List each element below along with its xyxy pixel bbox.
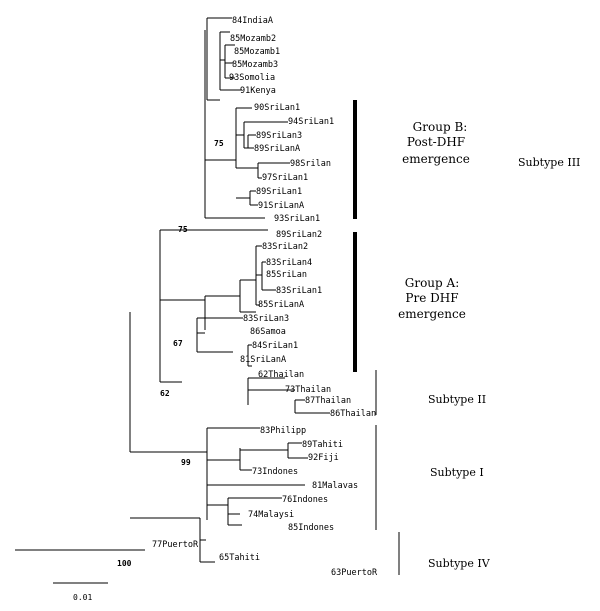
leaf-label: 85Mozamb3 [232, 60, 278, 70]
scale-bar-label: 0.01 [73, 593, 92, 602]
svg-text:emergence: emergence [398, 307, 466, 321]
leaf-label: 86Thailan [330, 409, 376, 419]
svg-text:Group A:: Group A: [405, 276, 459, 290]
tree-branches [15, 17, 330, 563]
clade-bars [353, 100, 400, 575]
svg-text:Group B:: Group B: [413, 120, 468, 134]
leaf-label: 73Thailan [285, 385, 331, 395]
leaf-label: 92Fiji [308, 453, 339, 463]
bootstrap-value: 67 [173, 339, 183, 348]
bootstrap-labels: 75 75 67 62 99 100 [117, 139, 224, 568]
leaf-label: 73Indones [252, 467, 298, 477]
group-a-label: Group A: Pre DHF emergence [398, 276, 466, 321]
leaf-label: 63PuertoR [331, 568, 378, 578]
leaf-label: 91Kenya [240, 86, 276, 96]
leaf-label: 83Philipp [260, 426, 306, 436]
leaf-label: 83SriLan1 [276, 286, 322, 296]
leaf-label: 81SriLanA [240, 355, 286, 365]
leaf-label: 83SriLan4 [266, 258, 312, 268]
bootstrap-value: 75 [178, 225, 188, 234]
svg-text:Pre DHF: Pre DHF [405, 291, 458, 305]
scale-bar: 0.01 [53, 582, 108, 602]
leaf-label: 91SriLanA [258, 201, 304, 211]
leaf-label: 85SriLanA [258, 300, 304, 310]
svg-text:Post-DHF: Post-DHF [407, 135, 465, 149]
leaf-label: 89SriLan1 [256, 187, 302, 197]
leaf-label: 85Mozamb1 [234, 47, 280, 57]
subtype-i-label: Subtype I [430, 466, 484, 479]
leaf-label: 85Mozamb2 [230, 34, 276, 44]
leaf-label: 84IndiaA [232, 16, 273, 26]
leaf-label: 89SriLan2 [276, 230, 322, 240]
bootstrap-value: 100 [117, 559, 132, 568]
leaf-label: 87Thailan [305, 396, 351, 406]
leaf-label: 77PuertoR [152, 540, 199, 550]
leaf-label: 85SriLan [266, 270, 307, 280]
leaf-label: 94SriLan1 [288, 117, 334, 127]
subtype-labels: Subtype III Subtype II Subtype I Subtype… [428, 156, 580, 570]
bootstrap-value: 62 [160, 389, 170, 398]
bootstrap-value: 99 [181, 458, 191, 467]
bootstrap-value: 75 [214, 139, 224, 148]
leaf-label: 83SriLan2 [262, 242, 308, 252]
leaf-label: 97SriLan1 [262, 173, 308, 183]
leaf-label: 85Indones [288, 523, 334, 533]
leaf-label: 86Samoa [250, 327, 286, 337]
subtype-iv-label: Subtype IV [428, 557, 491, 570]
subtype-ii-label: Subtype II [428, 393, 486, 406]
leaf-label: 81Malavas [312, 481, 358, 491]
leaf-label: 98Srilan [290, 159, 331, 169]
leaf-label: 89SriLan3 [256, 131, 302, 141]
leaf-label: 84SriLan1 [252, 341, 298, 351]
leaf-label: 76Indones [282, 495, 328, 505]
leaf-label: 90SriLan1 [254, 103, 300, 113]
leaf-labels: 84IndiaA 85Mozamb2 85Mozamb1 85Mozamb3 9… [152, 16, 378, 578]
leaf-label: 62Thailan [258, 370, 304, 380]
leaf-label: 89SriLanA [254, 144, 300, 154]
subtype-iii-label: Subtype III [518, 156, 580, 169]
leaf-label: 89Tahiti [302, 440, 343, 450]
leaf-label: 83SriLan3 [243, 314, 289, 324]
leaf-label: 65Tahiti [219, 553, 260, 563]
group-b-label: Group B: Post-DHF emergence [402, 120, 470, 166]
leaf-label: 93SriLan1 [274, 214, 320, 224]
leaf-label: 74Malaysi [248, 510, 294, 520]
leaf-label: 93Somolia [229, 73, 275, 83]
svg-text:emergence: emergence [402, 152, 470, 166]
